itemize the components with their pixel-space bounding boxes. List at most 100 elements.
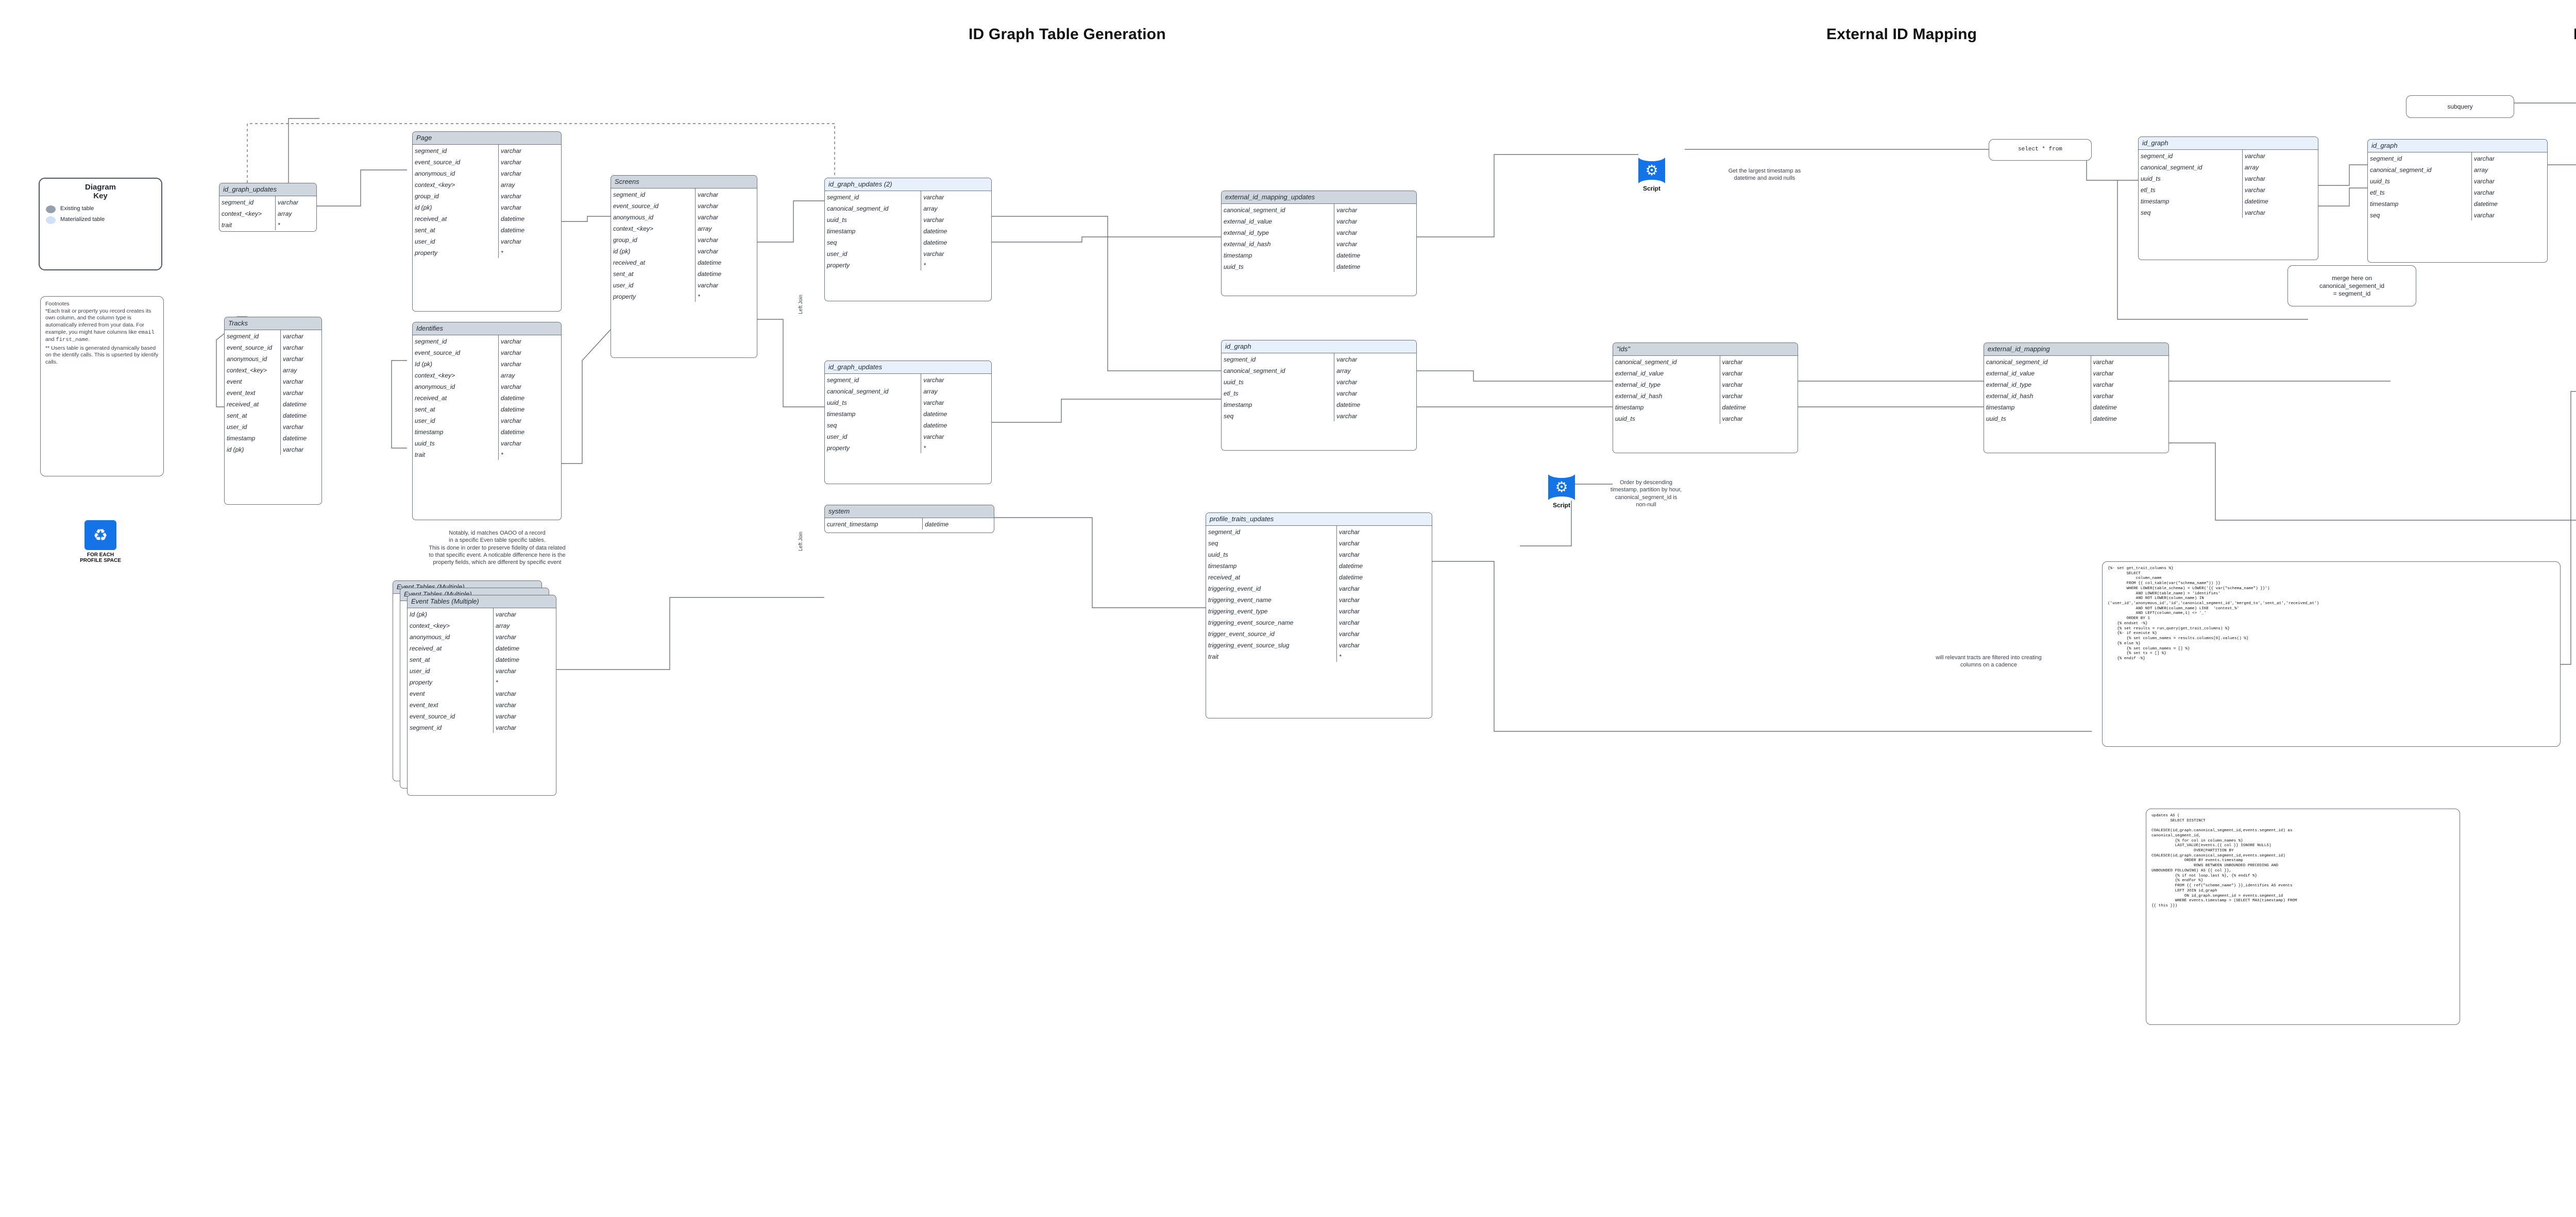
er-table-row: id (pk)varchar [225, 443, 321, 455]
column-name: uuid_ts [2139, 173, 2243, 184]
column-name: user_id [413, 415, 499, 426]
column-type: varchar [501, 338, 522, 346]
column-name: received_at [225, 398, 281, 410]
column-name: canonical_segment_id [1222, 204, 1335, 216]
column-name: user_id [825, 248, 922, 260]
column-name: user_id [413, 235, 499, 247]
er-table-row: trait* [413, 449, 561, 460]
column-name: sent_at [413, 224, 499, 236]
column-type: varchar [2244, 175, 2265, 183]
column-type: * [698, 293, 700, 301]
column-type: datetime [698, 270, 722, 278]
column-type: varchar [2244, 152, 2265, 160]
column-type: varchar [698, 282, 719, 289]
column-type: datetime [496, 645, 520, 653]
column-type: varchar [2244, 186, 2265, 194]
column-type: varchar [2473, 155, 2495, 163]
column-type: datetime [496, 656, 520, 664]
column-type: datetime [2473, 200, 2498, 208]
column-name: segment_id [611, 188, 696, 200]
column-name: uuid_ts [825, 397, 922, 408]
column-name: seq [1222, 410, 1335, 422]
er-table-row: context_<key>array [408, 620, 556, 631]
column-type: varchar [923, 194, 944, 201]
er-table-title: Identifies [413, 322, 561, 336]
script-node: ⚙ Script [1633, 157, 1670, 192]
column-name: external_id_hash [1222, 238, 1335, 250]
column-type: varchar [1722, 370, 1743, 378]
column-type: varchar [501, 238, 522, 246]
column-name: timestamp [825, 225, 922, 237]
column-type: varchar [2093, 381, 2114, 389]
column-type: varchar [496, 633, 517, 641]
column-name: sent_at [413, 403, 499, 415]
script-label: Script [1642, 185, 1660, 192]
column-type: varchar [283, 423, 304, 431]
column-type: datetime [925, 521, 949, 528]
largest-timestamp-note: Get the largest timestamp as datetime an… [1728, 168, 1801, 182]
er-table-row: context_<key>array [219, 208, 316, 219]
column-name: trait [413, 449, 499, 460]
column-type: array [2473, 166, 2488, 174]
column-name: event [408, 688, 494, 699]
column-type: array [283, 367, 297, 374]
column-type: varchar [1339, 528, 1360, 536]
column-name: uuid_ts [1613, 413, 1720, 424]
footnotes-line2: ** Users table is generated dynamically … [45, 345, 159, 366]
er-table-row: Id (pk)varchar [408, 608, 556, 620]
column-name: seq [1206, 537, 1337, 549]
section-title: Profile Traits [2573, 26, 2576, 43]
column-type: varchar [501, 383, 522, 391]
column-type: varchar [501, 159, 522, 166]
column-name: context_<key> [413, 369, 499, 381]
column-name: property [611, 290, 696, 302]
column-name: uuid_ts [825, 214, 922, 226]
column-type: varchar [1722, 392, 1743, 400]
script-label: Script [1552, 502, 1570, 509]
column-type: varchar [496, 667, 517, 675]
column-name: triggering_event_source_slug [1206, 639, 1337, 651]
column-type: varchar [501, 349, 522, 357]
column-type: * [496, 679, 498, 687]
column-type: datetime [2093, 404, 2117, 412]
column-name: timestamp [225, 432, 281, 444]
key-label: Materialized table [60, 216, 105, 223]
column-name: context_<key> [219, 208, 276, 219]
er-table-row: Id (pk)varchar [413, 358, 561, 370]
column-name: received_at [1206, 571, 1337, 583]
left-join-vertical-label: Left Join [798, 532, 804, 551]
column-name: timestamp [1222, 399, 1335, 410]
column-name: received_at [611, 256, 696, 268]
column-name: event_source_id [413, 347, 499, 358]
subquery-pill: subquery [2406, 95, 2514, 118]
column-name: user_id [611, 279, 696, 291]
column-name: seq [825, 236, 922, 248]
er-table-title: id_graph_updates [219, 183, 316, 197]
column-name: triggering_event_name [1206, 594, 1337, 606]
column-name: uuid_ts [413, 437, 499, 449]
profile-space-badge: ♻ FOR EACH PROFILE SPACE [57, 520, 144, 563]
